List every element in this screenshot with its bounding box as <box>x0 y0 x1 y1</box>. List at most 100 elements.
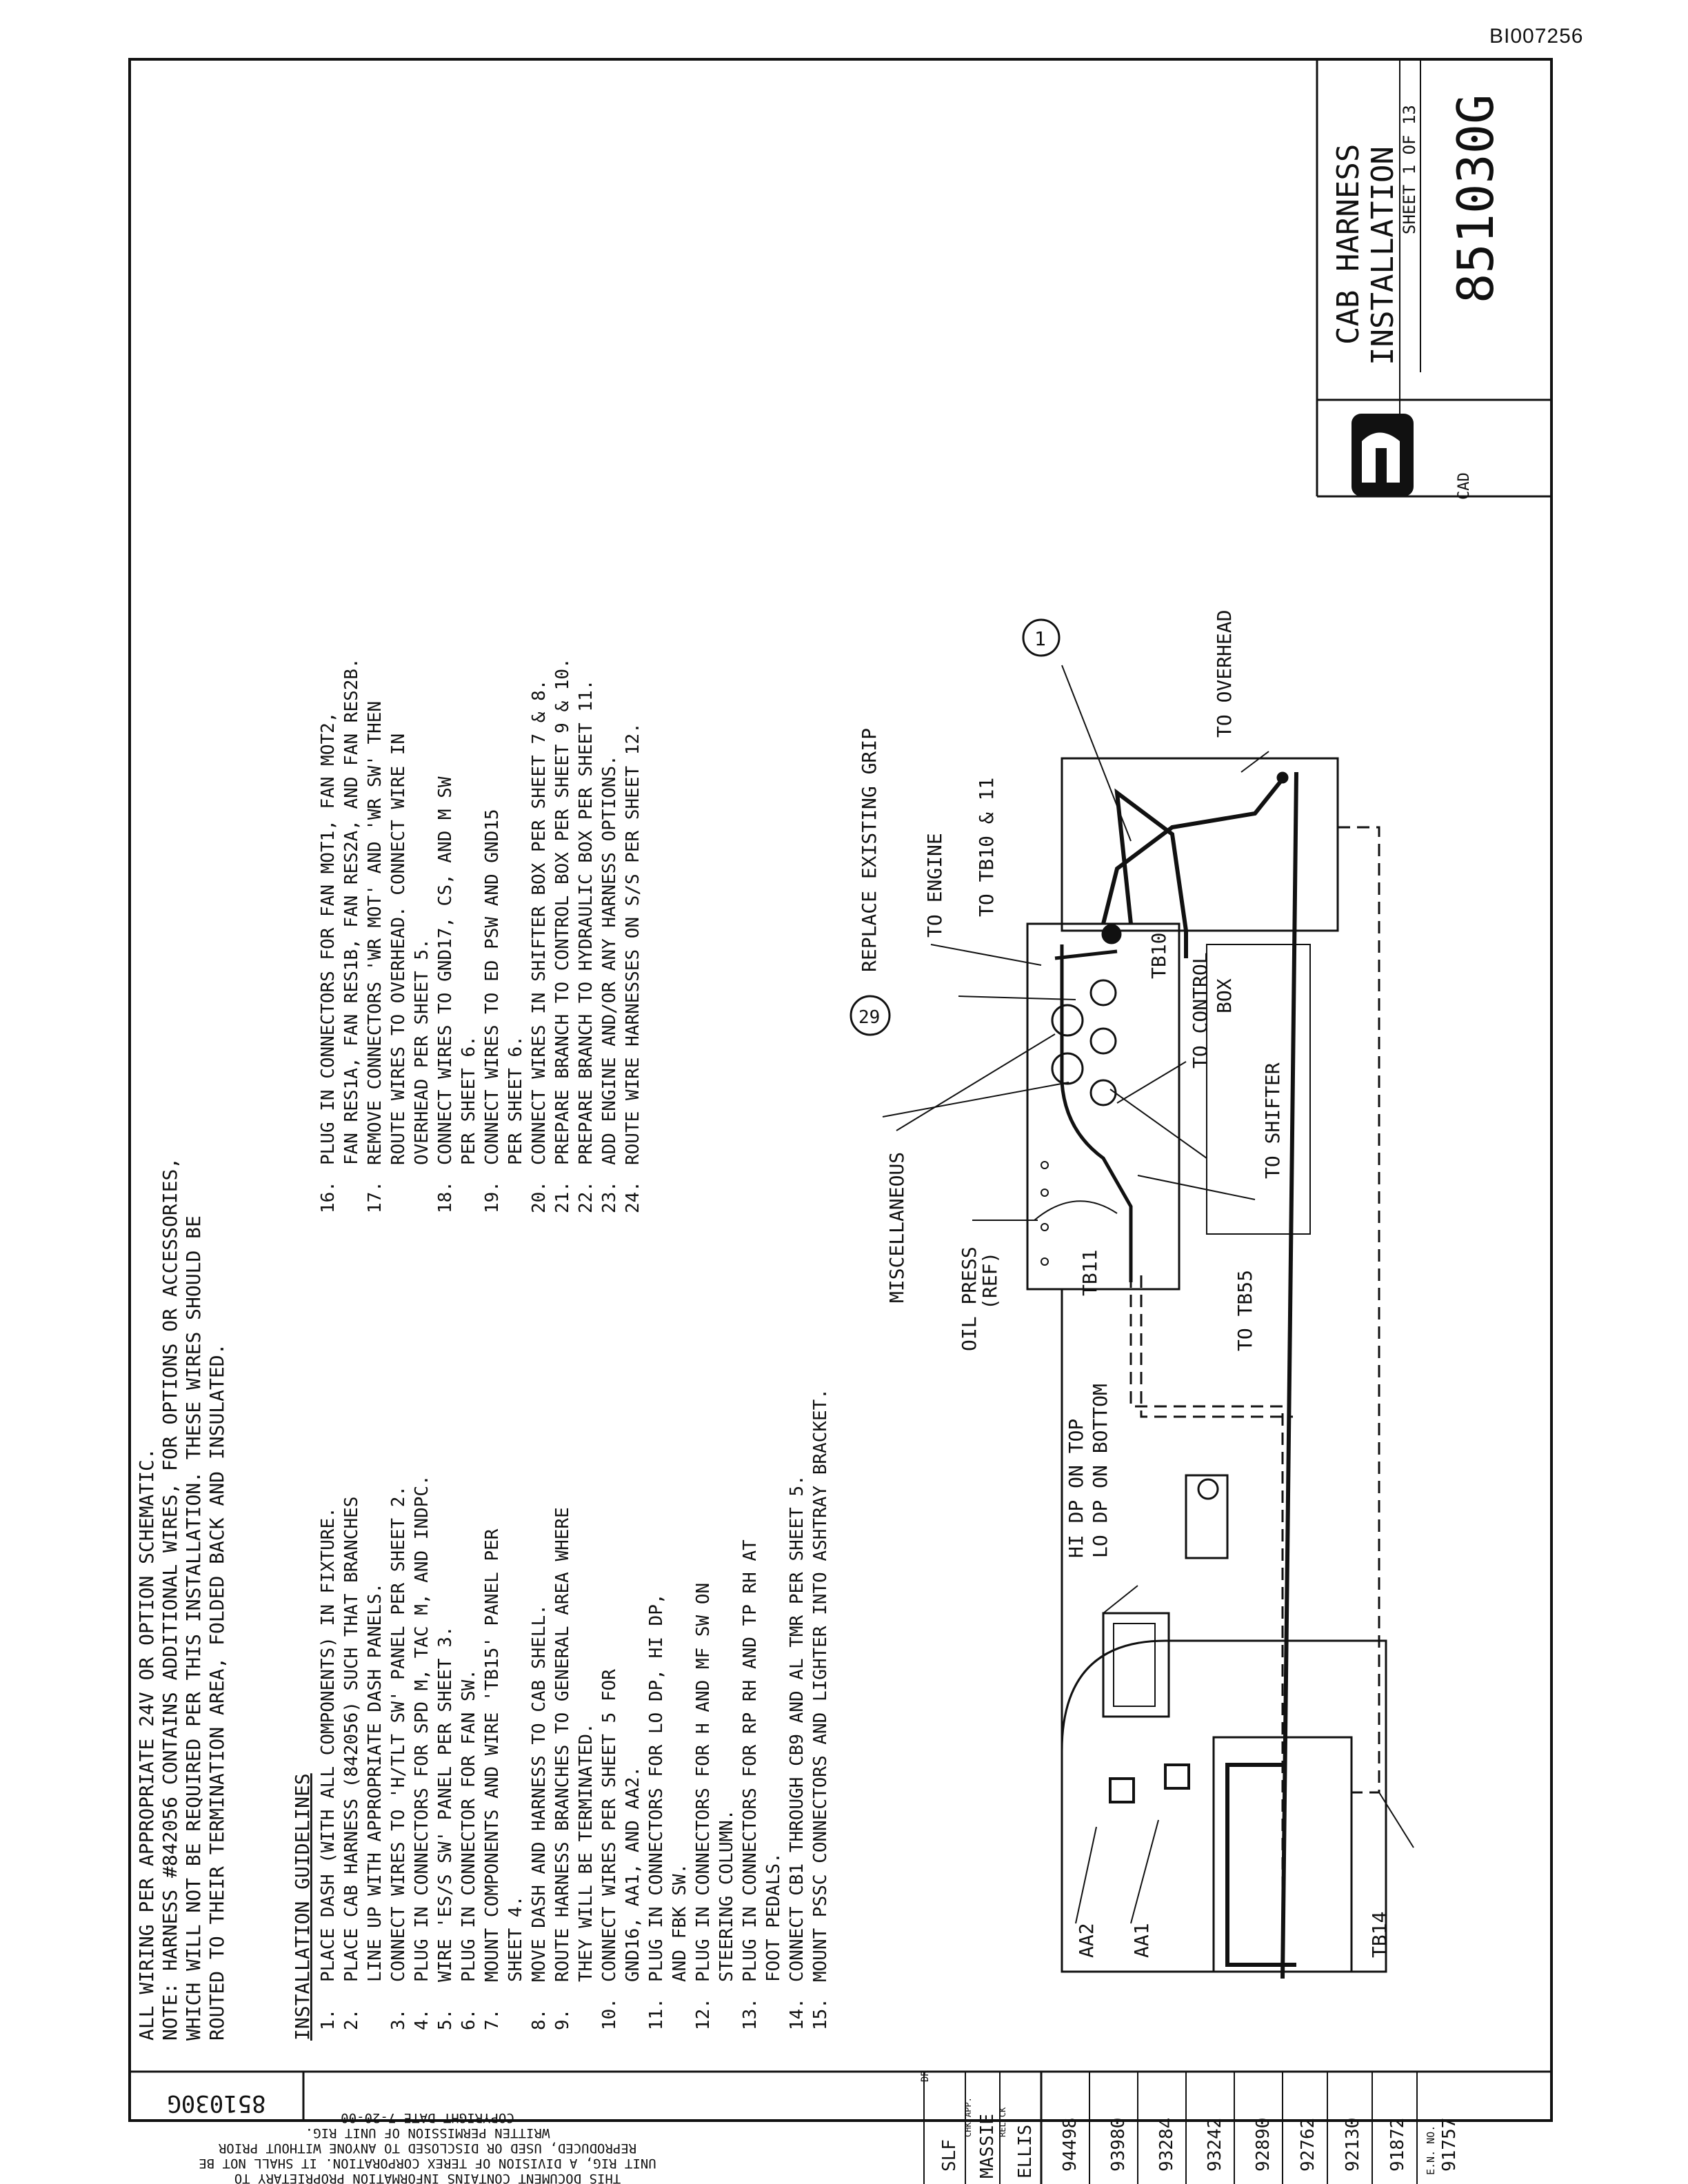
guideline-number: 12. <box>693 1998 714 2030</box>
guideline-text: PER SHEET 6. <box>505 1035 526 1165</box>
svg-text:NOTE: HARNESS #842056 CONTAINS: NOTE: HARNESS #842056 CONTAINS ADDITIONA… <box>159 1157 181 2041</box>
guideline-text: CONNECT WIRES TO 'H/TLT SW' PANEL PER SH… <box>388 1486 409 1982</box>
aa2-device <box>1109 1777 1135 1803</box>
oil-press-ref: (REF) <box>978 1252 1001 1310</box>
aa1-label: AA1 <box>1130 1923 1153 1958</box>
guideline-number: 24. <box>623 1181 643 1213</box>
guideline-number: 2. <box>341 2009 362 2030</box>
guideline-text: WIRE 'ES/S SW' PANEL PER SHEET 3. <box>435 1626 456 1982</box>
guideline-text: STEERING COLUMN. <box>716 1810 737 1982</box>
guideline-number: 21. <box>552 1181 573 1213</box>
dash-diagram <box>882 665 1414 1979</box>
tb14-label: TB14 <box>1368 1912 1391 1958</box>
title-block: CAB HARNESS INSTALLATION SHEET 1 OF 13 8… <box>1316 59 1551 500</box>
name-ellis: ELLIS <box>1015 2125 1036 2178</box>
guideline-text: OVERHEAD PER SHEET 5. <box>412 938 432 1165</box>
rev-number: 94498 <box>1060 2118 1081 2172</box>
guideline-text: LINE UP WITH APPROPRIATE DASH PANELS. <box>365 1583 385 1982</box>
guideline-text: PLACE CAB HARNESS (842056) SUCH THAT BRA… <box>341 1497 362 1982</box>
guideline-number: 16. <box>318 1181 339 1213</box>
drawing-border <box>128 58 1553 2122</box>
name-role-2: CHK APP. <box>963 2097 973 2137</box>
guideline-text: SHEET 4. <box>505 1896 526 1982</box>
aa2-label: AA2 <box>1075 1923 1098 1958</box>
name-role-3: REL CK <box>998 2107 1007 2137</box>
to-shifter-label: TO SHIFTER <box>1261 1062 1284 1179</box>
cad-label: CAD <box>1456 472 1473 500</box>
lo-dp-label: LO DP ON BOTTOM <box>1089 1384 1112 1558</box>
guideline-number: 9. <box>552 2009 573 2030</box>
sheet-number: SHEET 1 OF 13 <box>1400 105 1419 234</box>
rev-number: 92890 <box>1253 2118 1274 2172</box>
svg-text:29: 29 <box>858 1007 880 1028</box>
drawing-number: 851030G <box>1447 94 1505 303</box>
balloon-1: 1 <box>1022 618 1061 657</box>
guideline-text: PLACE DASH (WITH ALL COMPONENTS) IN FIXT… <box>318 1507 339 1982</box>
to-engine-label: TO ENGINE <box>923 833 946 938</box>
svg-text:1: 1 <box>1034 627 1046 650</box>
guideline-number: 19. <box>482 1181 503 1213</box>
component <box>1102 1612 1170 1718</box>
guideline-text: PREPARE BRANCH TO CONTROL BOX PER SHEET … <box>552 658 573 1165</box>
guidelines-heading: INSTALLATION GUIDELINES <box>291 1773 314 2041</box>
tb10-label: TB10 <box>1147 933 1170 979</box>
guideline-text: CONNECT CB1 THROUGH CB9 AND AL TMR PER S… <box>787 1475 807 1982</box>
guideline-text: FAN RES1A, FAN RES1B, FAN RES2A, AND FAN… <box>341 658 362 1165</box>
guideline-text: THEY WILL BE TERMINATED. <box>576 1723 596 1982</box>
rev-number: 93242 <box>1205 2118 1225 2172</box>
svg-text:REPRODUCED, USED OR DISCLOSED: REPRODUCED, USED OR DISCLOSED TO ANYONE … <box>218 2141 636 2156</box>
guideline-number: 7. <box>482 2009 503 2030</box>
rev-number: 91872 <box>1387 2118 1408 2172</box>
title-line-1: CAB HARNESS <box>1331 144 1366 345</box>
guideline-number: 3. <box>388 2009 409 2030</box>
svg-text:THIS DOCUMENT CONTAINS INFORMA: THIS DOCUMENT CONTAINS INFORMATION PROPR… <box>234 2171 621 2184</box>
rev-number: 93980 <box>1108 2118 1129 2172</box>
guideline-text: PLUG IN CONNECTORS FOR LO DP, HI DP, <box>646 1593 667 1982</box>
guideline-text: CONNECT WIRES TO GND17, CS, AND M SW <box>435 776 456 1165</box>
hi-dp-label: HI DP ON TOP <box>1065 1419 1087 1558</box>
gauge <box>1051 1004 1084 1037</box>
gauge <box>1051 1052 1084 1085</box>
to-tb10-11-label: TO TB10 & 11 <box>975 778 998 917</box>
name-slf: SLF <box>939 2139 960 2172</box>
guideline-text: ADD ENGINE AND/OR ANY HARNESS OPTIONS. <box>599 755 620 1165</box>
guideline-text: CONNECT WIRES IN SHIFTER BOX PER SHEET 7… <box>529 680 550 1165</box>
guideline-text: ROUTE WIRE HARNESSES ON S/S PER SHEET 12… <box>623 722 643 1165</box>
guideline-text: PLUG IN CONNECTORS FOR RP RH AND TP RH A… <box>740 1539 761 1982</box>
diagram-callouts: REPLACE EXISTING GRIP TO ENGINE TO TB10 … <box>858 610 1391 1958</box>
to-control-label: TO CONTROL <box>1189 952 1212 1069</box>
main-harness <box>1280 771 1298 1979</box>
guideline-number: 22. <box>576 1181 596 1213</box>
tb11-label: TB11 <box>1078 1250 1101 1296</box>
svg-text:WRITTEN PERMISSION OF UNIT RIG: WRITTEN PERMISSION OF UNIT RIG. <box>305 2125 550 2141</box>
guideline-text: PLUG IN CONNECTORS FOR FAN MOT1, FAN MOT… <box>318 712 339 1165</box>
guideline-number: 20. <box>529 1181 550 1213</box>
guideline-text: ROUTE WIRES TO OVERHEAD. CONNECT WIRE IN <box>388 734 409 1165</box>
guideline-number: 5. <box>435 2009 456 2030</box>
guideline-text: MOUNT COMPONENTS AND WIRE 'TB15' PANEL P… <box>482 1528 503 1982</box>
guideline-number: 13. <box>740 1998 761 2030</box>
aa1-device <box>1164 1763 1190 1790</box>
copyright-date: COPYRIGHT DATE 7-20-00 <box>341 2110 514 2125</box>
oil-press-label: OIL PRESS <box>958 1246 981 1351</box>
guideline-text: FOOT PEDALS. <box>763 1852 784 1982</box>
title-line-2: INSTALLATION <box>1365 146 1400 365</box>
svg-text:ALL WIRING PER APPROPRIATE 24V: ALL WIRING PER APPROPRIATE 24V OR OPTION… <box>135 1448 158 2041</box>
to-overhead-label: TO OVERHEAD <box>1213 610 1236 738</box>
document-id: BI007256 <box>1489 25 1584 48</box>
replace-grip-label: REPLACE EXISTING GRIP <box>858 728 881 972</box>
guideline-text: CONNECT WIRES TO ED PSW AND GND15 <box>482 809 503 1165</box>
guideline-number: 4. <box>412 2009 432 2030</box>
guideline-number: 15. <box>810 1998 831 2030</box>
general-notes: ALL WIRING PER APPROPRIATE 24V OR OPTION… <box>135 1157 228 2041</box>
name-massie: MASSIE <box>977 2114 998 2178</box>
guideline-number: 14. <box>787 1998 807 2030</box>
guideline-number: 8. <box>529 2009 550 2030</box>
component <box>1185 1474 1229 1559</box>
proprietary-notice: THIS DOCUMENT CONTAINS INFORMATION PROPR… <box>199 2110 656 2184</box>
guideline-text: MOUNT PSSC CONNECTORS AND LIGHTER INTO A… <box>810 1388 831 1982</box>
guideline-text: PER SHEET 6. <box>459 1035 479 1165</box>
guideline-number: 18. <box>435 1181 456 1213</box>
guideline-number: 6. <box>459 2009 479 2030</box>
